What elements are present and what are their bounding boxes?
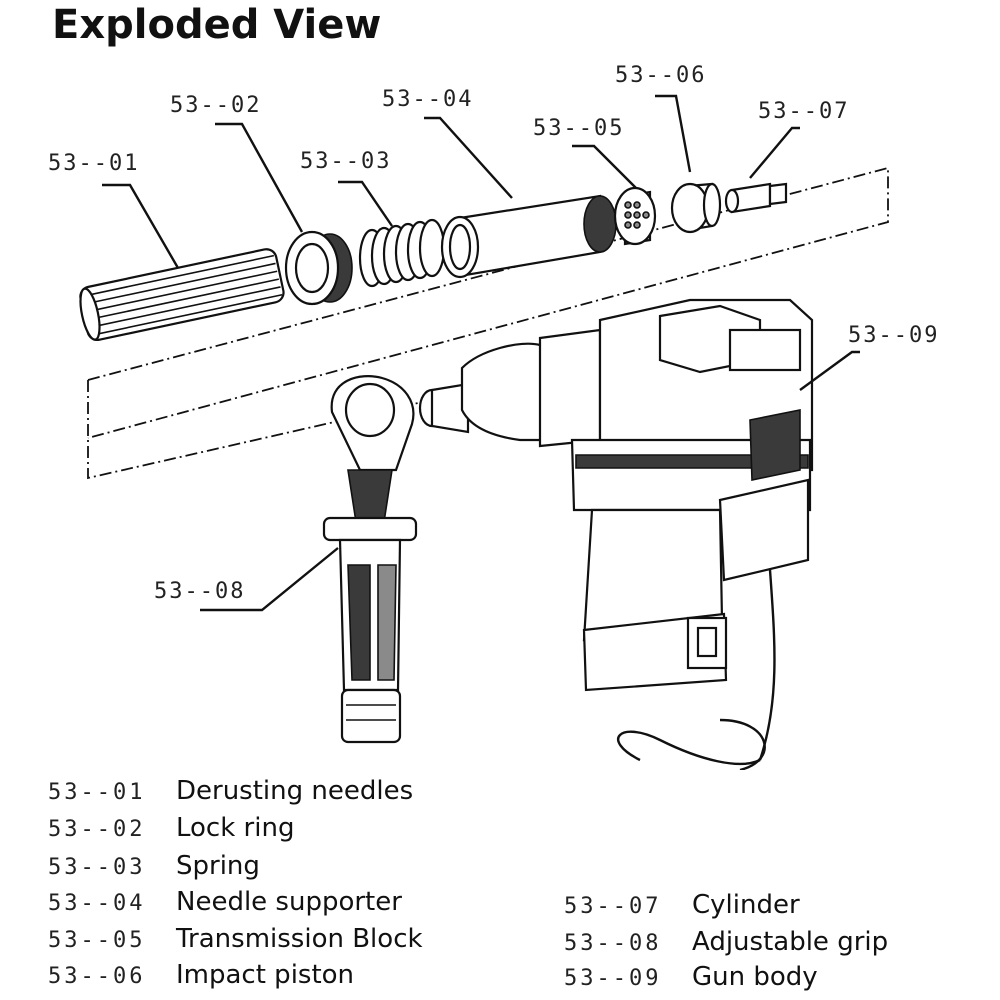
legend-row-53-05: 53--05 Transmission Block xyxy=(48,924,423,954)
needle-supporter-drawing xyxy=(440,194,617,279)
assembly-guide-lower xyxy=(87,380,441,480)
callout-53-09: 53--09 xyxy=(848,323,939,348)
legend-row-53-02: 53--02 Lock ring xyxy=(48,813,294,843)
lock-ring-drawing xyxy=(284,230,353,306)
legend-row-53-01: 53--01 Derusting needles xyxy=(48,776,413,806)
impact-piston-drawing xyxy=(670,182,722,234)
legend-row-53-07: 53--07 Cylinder xyxy=(564,890,800,920)
legend-code: 53--02 xyxy=(48,817,146,842)
legend-name: Derusting needles xyxy=(176,776,414,806)
leader-lines xyxy=(102,94,860,612)
legend-code: 53--01 xyxy=(48,780,146,805)
legend-name: Transmission Block xyxy=(176,924,423,954)
derusting-needles-drawing xyxy=(79,248,285,342)
callout-53-03: 53--03 xyxy=(300,149,391,174)
spring-drawing xyxy=(358,218,446,288)
legend-name: Spring xyxy=(176,851,260,881)
legend-row-53-04: 53--04 Needle supporter xyxy=(48,887,402,917)
callout-53-08: 53--08 xyxy=(154,579,245,604)
cylinder-drawing xyxy=(724,182,788,214)
legend-code: 53--09 xyxy=(564,966,662,991)
legend-name: Gun body xyxy=(692,962,818,992)
callout-53-04: 53--04 xyxy=(382,87,473,112)
legend-code: 53--04 xyxy=(48,891,146,916)
transmission-block-drawing xyxy=(613,186,657,246)
legend-row-53-03: 53--03 Spring xyxy=(48,851,260,881)
legend-name: Impact piston xyxy=(176,960,355,990)
legend-code: 53--05 xyxy=(48,928,146,953)
legend-row-53-08: 53--08 Adjustable grip xyxy=(564,927,888,957)
legend-name: Needle supporter xyxy=(176,887,402,917)
callout-53-06: 53--06 xyxy=(615,63,706,88)
callout-53-07: 53--07 xyxy=(758,99,849,124)
assembly-guide-upper xyxy=(87,166,889,439)
callout-53-01: 53--01 xyxy=(48,151,139,176)
gun-body-drawing xyxy=(418,298,814,770)
legend-row-53-06: 53--06 Impact piston xyxy=(48,960,354,990)
callout-53-05: 53--05 xyxy=(533,116,624,141)
legend-code: 53--07 xyxy=(564,894,662,919)
legend-code: 53--03 xyxy=(48,855,146,880)
legend-name: Adjustable grip xyxy=(692,927,889,957)
callout-53-02: 53--02 xyxy=(170,93,261,118)
legend-row-53-09: 53--09 Gun body xyxy=(564,962,818,992)
legend-name: Cylinder xyxy=(692,890,800,920)
adjustable-grip-drawing xyxy=(322,375,418,744)
page-title: Exploded View xyxy=(52,2,382,48)
legend-code: 53--06 xyxy=(48,964,146,989)
exploded-view-diagram: 53--01 53--02 53--03 53--04 53--05 53--0… xyxy=(48,63,939,770)
legend-name: Lock ring xyxy=(176,813,295,843)
legend-code: 53--08 xyxy=(564,931,662,956)
